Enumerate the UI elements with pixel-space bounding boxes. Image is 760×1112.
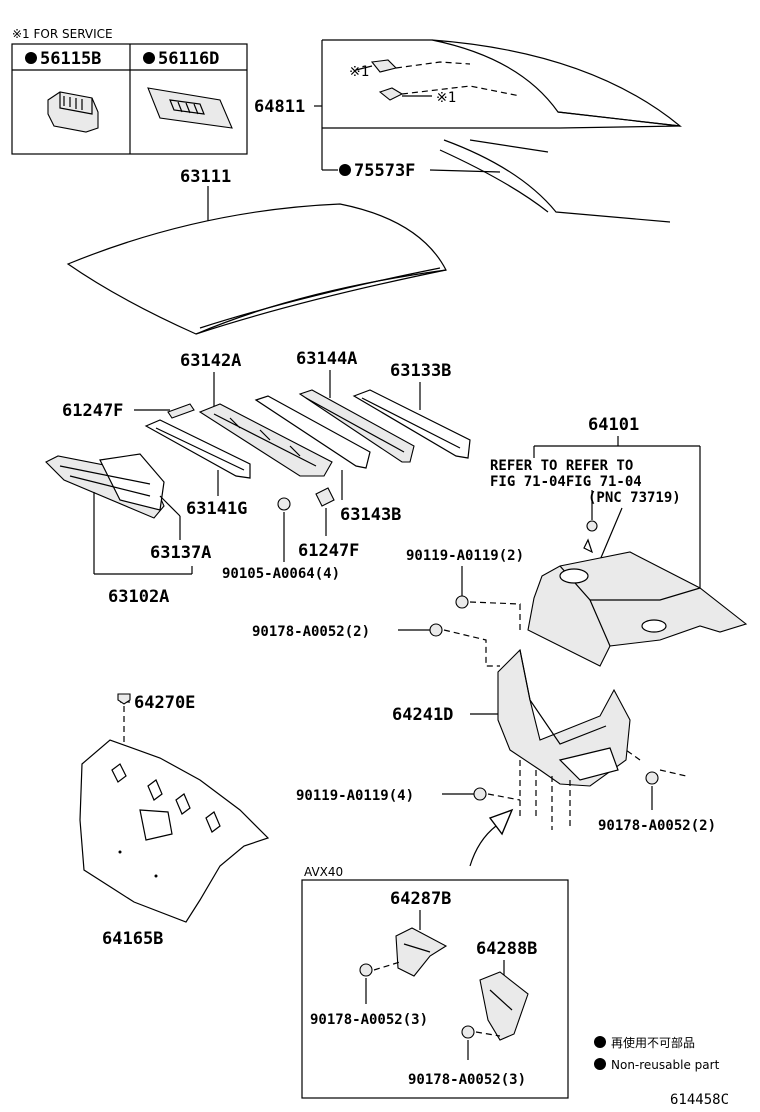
- part-61247F-upper[interactable]: 61247F: [62, 401, 123, 421]
- part-90178-A0052-2a[interactable]: 90178-A0052(2): [252, 624, 370, 640]
- non-reusable-dot-icon: [25, 52, 37, 64]
- roof-bows-drawing: [45, 389, 471, 519]
- roof-panel-63111-drawing: [66, 203, 447, 335]
- non-reusable-dot-icon: [594, 1036, 606, 1048]
- silencer-64165B-drawing: [79, 739, 270, 923]
- variant-box: [301, 879, 569, 1099]
- part-61247F-lower[interactable]: 61247F: [298, 541, 359, 561]
- part-64101[interactable]: 64101: [588, 415, 639, 435]
- part-63111[interactable]: 63111: [180, 167, 231, 187]
- windshield-64811-drawing: [321, 39, 682, 170]
- part-90178-A0052-2b[interactable]: 90178-A0052(2): [598, 818, 716, 834]
- service-mark-2: ※1: [436, 90, 456, 106]
- part-90178-A0052-3b[interactable]: 90178-A0052(3): [408, 1072, 526, 1088]
- part-90105-A0064[interactable]: 90105-A0064(4): [222, 566, 340, 582]
- clip-56116D-drawing: [147, 87, 233, 129]
- part-63133B[interactable]: 63133B: [390, 361, 451, 381]
- part-64270E[interactable]: 64270E: [134, 693, 195, 713]
- part-63142A[interactable]: 63142A: [180, 351, 241, 371]
- part-63137A[interactable]: 63137A: [150, 543, 211, 563]
- part-90178-A0052-3a[interactable]: 90178-A0052(3): [310, 1012, 428, 1028]
- service-note: ※1 FOR SERVICE: [12, 27, 113, 41]
- non-reusable-dot-icon: [594, 1058, 606, 1070]
- moulding-75573F-drawing: [439, 139, 671, 223]
- part-56115B[interactable]: 56115B: [40, 49, 101, 69]
- part-63143B[interactable]: 63143B: [340, 505, 401, 525]
- refer-text-line-3: (PNC 73719): [588, 490, 681, 506]
- non-reusable-dot-icon: [339, 164, 351, 176]
- refer-text-line-2: FIG 71-04FIG 71-04: [490, 474, 642, 490]
- gusset-64288B-drawing: [479, 971, 529, 1041]
- part-64165B[interactable]: 64165B: [102, 929, 163, 949]
- part-90119-A0119-2[interactable]: 90119-A0119(2): [406, 548, 524, 564]
- part-64288B[interactable]: 64288B: [476, 939, 537, 959]
- part-56116D[interactable]: 56116D: [158, 49, 219, 69]
- arrow-icon: [488, 808, 514, 836]
- clip-64270E-icon: [117, 693, 131, 705]
- part-64287B[interactable]: 64287B: [390, 889, 451, 909]
- back-panel-64101-drawing: [527, 538, 748, 667]
- part-75573F[interactable]: 75573F: [354, 161, 415, 181]
- figure-id: 614458C: [670, 1092, 729, 1108]
- variant-label: AVX40: [304, 865, 343, 879]
- clip-56115B-drawing: [47, 91, 99, 133]
- part-63102A[interactable]: 63102A: [108, 587, 169, 607]
- part-64241D[interactable]: 64241D: [392, 705, 453, 725]
- gusset-64287B-drawing: [395, 927, 448, 977]
- legend-en: Non-reusable part: [611, 1058, 720, 1072]
- part-64811[interactable]: 64811: [254, 97, 305, 117]
- service-mark-1: ※1: [349, 64, 369, 80]
- part-63144A[interactable]: 63144A: [296, 349, 357, 369]
- legend-jp: 再使用不可部品: [611, 1035, 695, 1050]
- non-reusable-dot-icon: [143, 52, 155, 64]
- bracket-64241D-drawing: [497, 648, 631, 787]
- part-63141G[interactable]: 63141G: [186, 499, 247, 519]
- refer-text-line-1: REFER TO REFER TO: [490, 458, 633, 474]
- part-90119-A0119-4[interactable]: 90119-A0119(4): [296, 788, 414, 804]
